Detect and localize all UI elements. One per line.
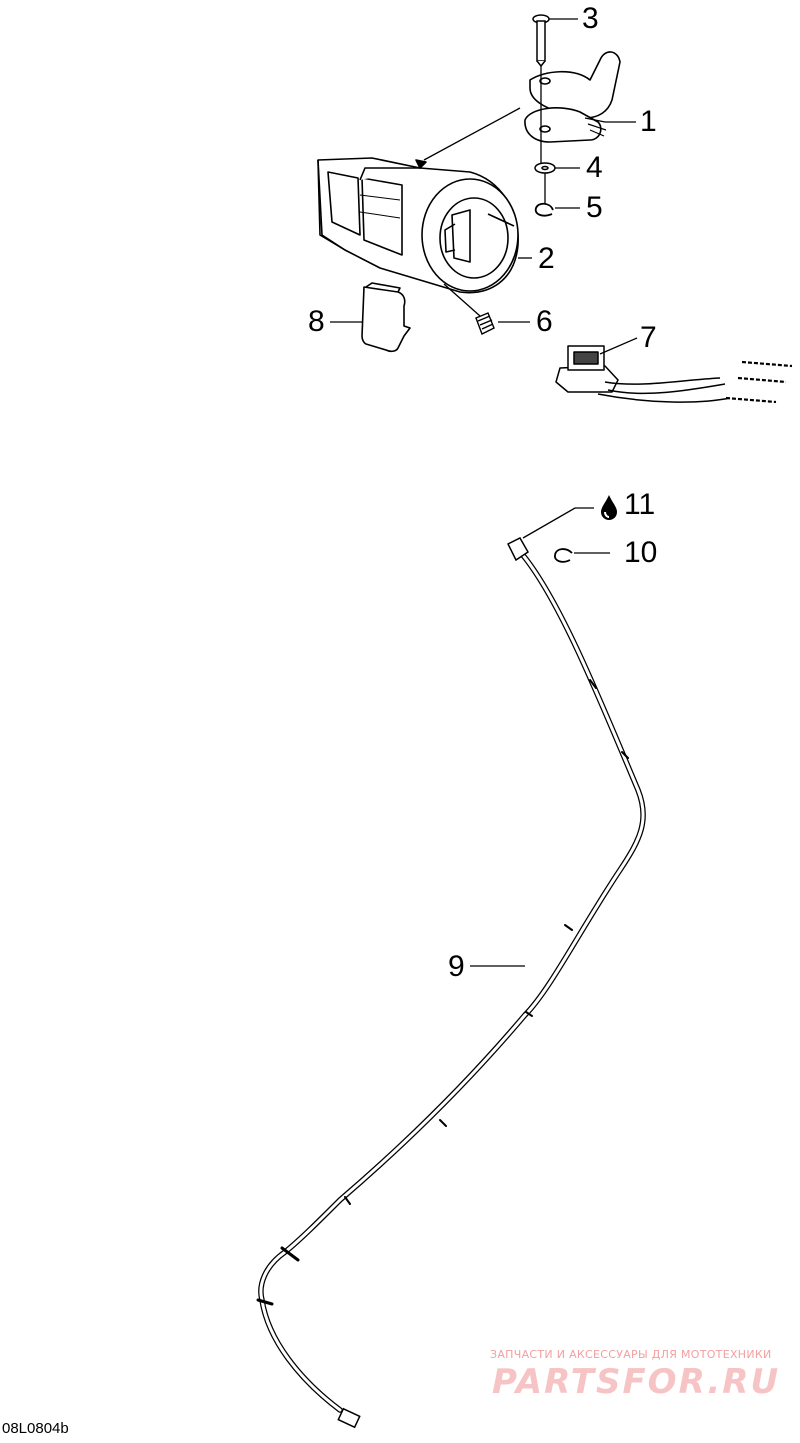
callout-8: 8 (308, 305, 325, 338)
callout-11: 11 (624, 488, 656, 521)
retaining-clip (554, 548, 573, 563)
leader-lines (330, 18, 638, 967)
callout-2: 2 (538, 242, 555, 275)
heater-switch (555, 345, 793, 404)
cable-end-fitting (337, 537, 529, 1429)
e-clip (534, 202, 554, 217)
pin (532, 14, 550, 68)
cover (361, 282, 411, 353)
callout-1: 1 (640, 105, 657, 138)
callout-10: 10 (624, 536, 658, 569)
callout-6: 6 (536, 305, 553, 338)
throttle-cable (256, 551, 646, 1413)
drawing-code: 08L0804b (2, 1420, 69, 1437)
throttle-lever (524, 51, 621, 143)
washer (534, 162, 556, 174)
watermark-caption: ЗАПЧАСТИ И АКСЕССУАРЫ ДЛЯ МОТОТЕХНИКИ (490, 1348, 772, 1361)
callout-7: 7 (640, 321, 657, 354)
callout-4: 4 (586, 151, 603, 184)
callout-5: 5 (586, 191, 603, 224)
callout-3: 3 (582, 2, 599, 35)
throttle-housing (317, 157, 519, 294)
callout-9: 9 (448, 950, 465, 983)
watermark-logo: PARTSFOR.RU (492, 1362, 781, 1402)
spring (475, 312, 495, 335)
oil-drop-icon (601, 495, 617, 520)
